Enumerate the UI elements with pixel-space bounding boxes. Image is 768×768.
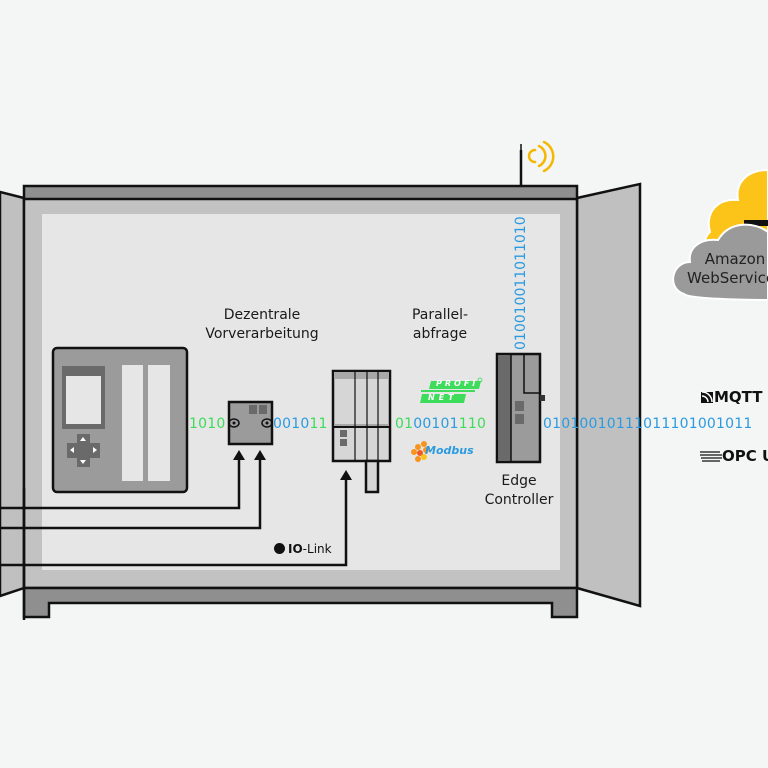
iolink-rest: -Link xyxy=(302,542,332,556)
cloud-aws-icon xyxy=(672,223,768,302)
wifi-signal-icon xyxy=(527,140,555,173)
iolink-label: IO-Link xyxy=(274,542,332,556)
iolink-bold: IO xyxy=(288,542,303,556)
binary-stream-vertical: 010010011011010 xyxy=(513,216,529,350)
modbus-logo-icon xyxy=(411,441,429,462)
label-line: Vorverarbeitung xyxy=(205,326,319,342)
cloud-line: Amazon xyxy=(704,250,766,268)
label-line: abfrage xyxy=(412,326,468,342)
label-dezentrale-vorverarbeitung: Dezentrale Vorverarbeitung xyxy=(198,306,326,344)
left-cabinet-door xyxy=(0,190,26,598)
arrowheads xyxy=(233,450,352,480)
label-line: Edge xyxy=(501,473,537,489)
cloud-line: WebServices xyxy=(687,269,768,287)
dpad-icon xyxy=(67,434,100,467)
plc-io-module xyxy=(331,369,392,494)
binary-stream-parallel: 0100101110 xyxy=(395,416,486,432)
modbus-label: Modbus xyxy=(425,444,474,457)
decentral-processing-module xyxy=(227,400,274,446)
profinet-logo-icon xyxy=(420,377,483,403)
binary-segment: 11 xyxy=(309,416,328,432)
mqtt-logo-icon xyxy=(701,391,713,403)
binary-stream-decentral: 001011 xyxy=(273,416,328,432)
aws-cloud-label: Amazon WebServices xyxy=(680,250,768,288)
right-cabinet-door xyxy=(575,182,642,608)
cabinet-base xyxy=(22,586,579,619)
binary-segment: 01 xyxy=(395,416,414,432)
label-line: Controller xyxy=(484,492,554,508)
label-parallelabfrage: Parallel- abfrage xyxy=(404,306,476,344)
binary-segment: 110 xyxy=(458,416,487,432)
label-line: Parallel- xyxy=(411,307,469,323)
label-edge-controller: Edge Controller xyxy=(474,472,564,510)
profinet-text-bottom: NET xyxy=(428,393,458,402)
binary-stream-hmi: 1010 xyxy=(189,416,226,432)
arrow-up-icon xyxy=(254,450,266,460)
arrow-up-icon xyxy=(340,470,352,480)
arrow-up-icon xyxy=(233,450,245,460)
sensor-cables xyxy=(0,458,348,567)
hmi-panel-device xyxy=(51,346,189,494)
binary-stream-edge-out: 01010010111011101001011 xyxy=(543,416,753,432)
mqtt-label: MQTT xyxy=(714,388,763,406)
binary-segment: 0010 xyxy=(273,416,310,432)
binary-segment: 00101 xyxy=(413,416,459,432)
profinet-text-top: PROFI xyxy=(436,379,479,388)
iolink-logo-icon xyxy=(274,543,285,554)
opcua-label: OPC U xyxy=(722,447,768,465)
edge-controller-device xyxy=(495,352,545,464)
label-line: Dezentrale xyxy=(223,307,301,323)
opcua-logo-icon xyxy=(700,451,722,462)
